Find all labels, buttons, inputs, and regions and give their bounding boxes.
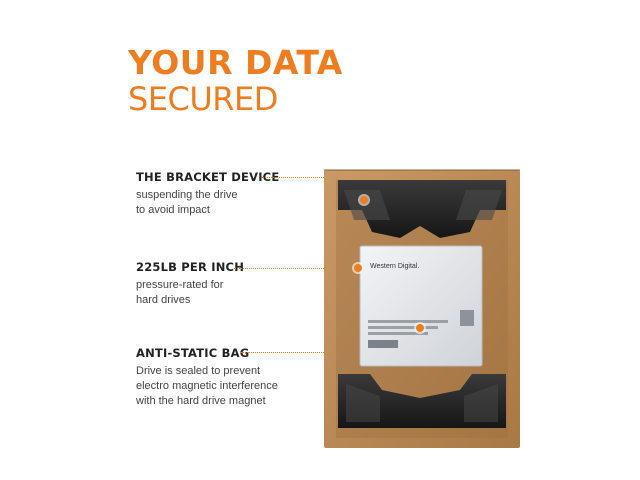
callout-title: THE BRACKET DEVICE [136, 170, 280, 184]
callout-line: suspending the drive [136, 189, 238, 201]
callout-line: pressure-rated for [136, 279, 224, 291]
callout-title: ANTI-STATIC BAG [136, 346, 250, 360]
bracket-bottom [338, 374, 506, 428]
bracket-top [338, 180, 506, 238]
marker-dot [416, 324, 424, 332]
marker-dot [354, 264, 362, 272]
callout-line: electro magnetic interference [136, 380, 278, 392]
headline-line-1: YOUR DATA [128, 43, 343, 82]
leader-line [262, 177, 360, 178]
headline: YOUR DATA SECURED [128, 46, 343, 115]
marker-dot [360, 196, 368, 204]
packaging-photo: Western Digital. [324, 169, 520, 448]
callout-description: suspending the drive to avoid impact [136, 188, 279, 218]
callout-bracket-device: THE BRACKET DEVICE suspending the drive … [136, 170, 279, 218]
headline-line-2: SECURED [128, 80, 278, 118]
leader-line [234, 268, 358, 269]
callout-description: Drive is sealed to prevent electro magne… [136, 364, 278, 409]
callout-pressure-rating: 225LB PER INCH pressure-rated for hard d… [136, 260, 244, 308]
callout-line: Drive is sealed to prevent [136, 365, 261, 377]
callout-description: pressure-rated for hard drives [136, 278, 244, 308]
callout-line: with the hard drive magnet [136, 395, 266, 407]
callout-anti-static-bag: ANTI-STATIC BAG Drive is sealed to preve… [136, 346, 278, 409]
callout-line: hard drives [136, 294, 191, 306]
callout-title: 225LB PER INCH [136, 260, 245, 274]
drive-brand-label: Western Digital. [370, 263, 419, 270]
callout-line: to avoid impact [136, 204, 210, 216]
hard-drive: Western Digital. [359, 245, 483, 367]
